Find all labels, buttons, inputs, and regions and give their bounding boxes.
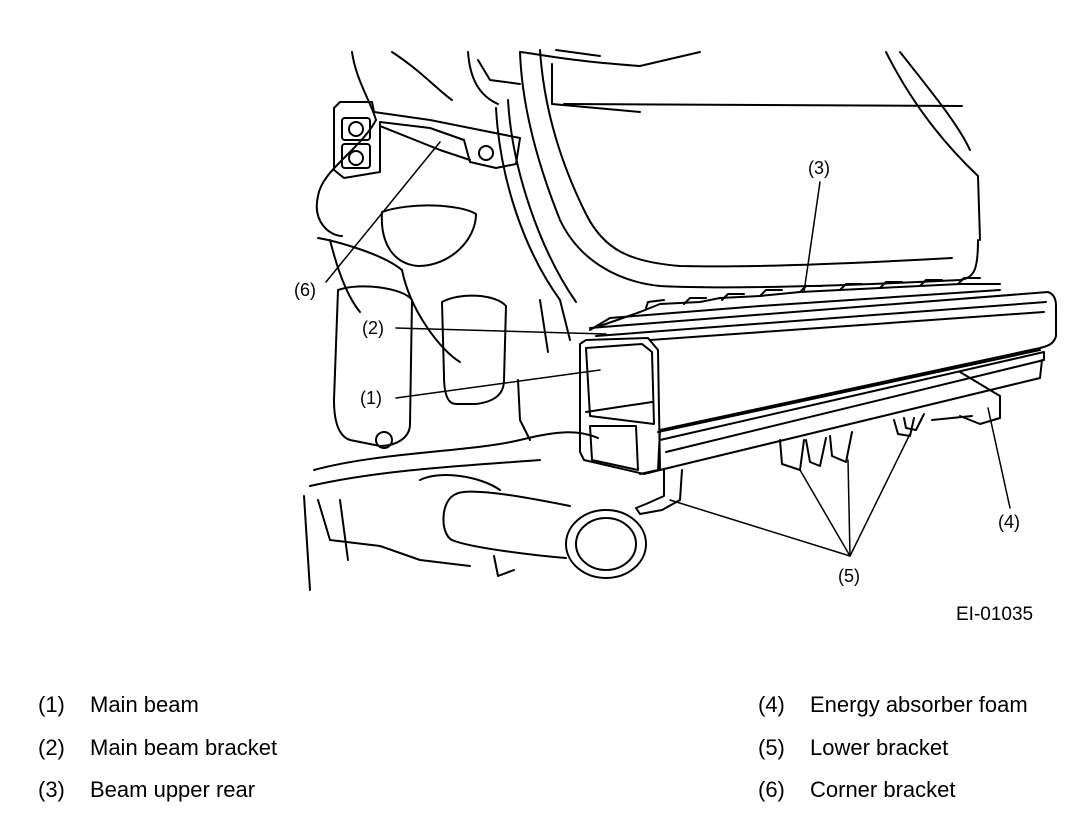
leader-lines	[325, 141, 1011, 557]
legend-item-main-beam: (1) Main beam	[38, 692, 199, 718]
callout-3: (3)	[808, 158, 830, 178]
legend-number: (3)	[38, 777, 65, 802]
tailgate-opening	[519, 49, 981, 289]
legend-number: (1)	[38, 692, 65, 717]
legend-number: (6)	[758, 777, 785, 802]
beam-upper-rear	[589, 277, 1001, 331]
legend-item-beam-upper-rear: (3) Beam upper rear	[38, 777, 255, 803]
callout-2: (2)	[362, 318, 384, 338]
lower-brackets	[635, 413, 925, 515]
legend-item-energy-absorber-foam: (4) Energy absorber foam	[758, 692, 1028, 718]
legend-item-main-beam-bracket: (2) Main beam bracket	[38, 735, 277, 761]
main-beam	[579, 291, 1057, 475]
legend-label: Main beam bracket	[90, 735, 278, 760]
body-openings	[333, 99, 577, 449]
rear-bumper-illustration: (1) (2) (3) (4) (5) (6) EI-01035	[294, 49, 1057, 625]
legend-label: Energy absorber foam	[810, 692, 1028, 717]
legend-label: Beam upper rear	[90, 777, 256, 802]
exhaust-pipe	[442, 490, 647, 579]
legend-number: (2)	[38, 735, 65, 760]
corner-bracket	[333, 101, 521, 179]
figure-id: EI-01035	[956, 604, 1033, 625]
legend-label: Corner bracket	[810, 777, 956, 802]
callout-6: (6)	[294, 280, 316, 300]
callout-5: (5)	[838, 566, 860, 586]
callout-4: (4)	[998, 512, 1020, 532]
legend-number: (5)	[758, 735, 785, 760]
legend-label: Lower bracket	[810, 735, 949, 760]
legend-number: (4)	[758, 692, 785, 717]
callout-1: (1)	[360, 388, 382, 408]
legend-item-lower-bracket: (5) Lower bracket	[758, 735, 948, 761]
legend-label: Main beam	[90, 692, 199, 717]
legend-item-corner-bracket: (6) Corner bracket	[758, 777, 956, 803]
vehicle-body-outline	[303, 49, 701, 591]
